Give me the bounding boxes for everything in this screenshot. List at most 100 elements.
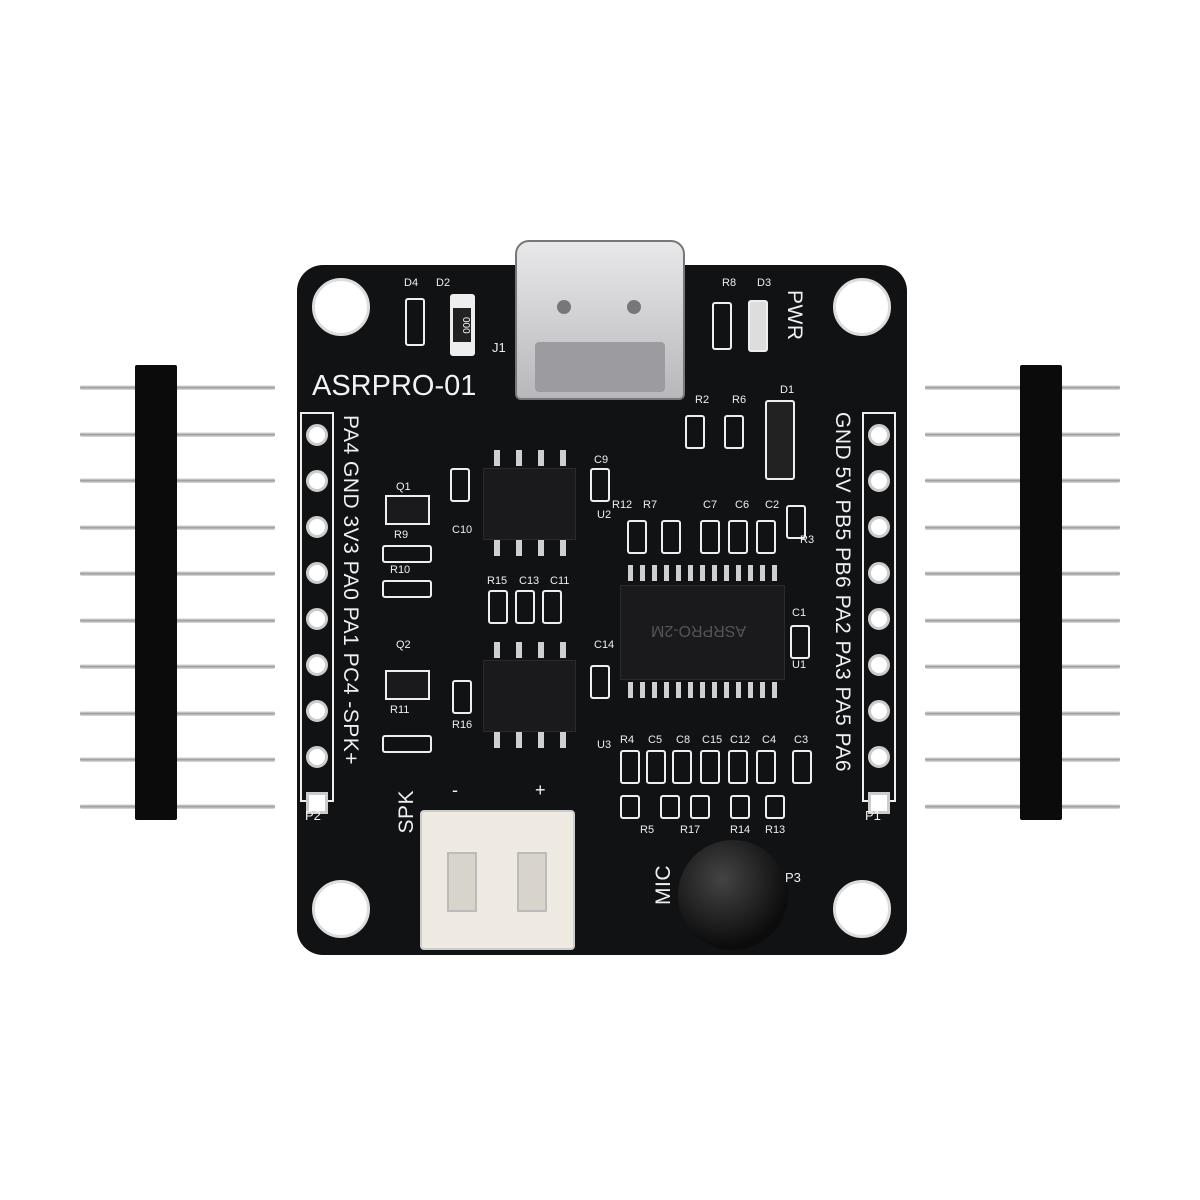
component-ref-label: R9 [394, 529, 409, 541]
ic-pin [640, 565, 645, 581]
component-ref-label: R11 [390, 704, 410, 716]
component-ref-label: R17 [680, 824, 701, 836]
solder-pad [868, 608, 890, 630]
ic-pin [736, 682, 741, 698]
ic-pin [748, 682, 753, 698]
ic-u3 [483, 660, 576, 732]
smd-component [661, 520, 681, 554]
component-ref-label: D1 [780, 384, 795, 396]
smd-component [790, 625, 810, 659]
ic-pin [560, 540, 566, 556]
smd-component [488, 590, 508, 624]
component-ref-label: C8 [676, 734, 691, 746]
component-ref-label: C4 [762, 734, 777, 746]
led-d4 [405, 298, 425, 346]
smd-resistor [382, 735, 432, 753]
smd-component [515, 590, 535, 624]
header-pin [80, 803, 275, 809]
ic-pin [664, 565, 669, 581]
smd-component [730, 795, 750, 819]
smd-resistor [382, 580, 432, 598]
pwr-label: PWR [783, 290, 806, 341]
ic-pin [700, 565, 705, 581]
solder-pad [868, 562, 890, 584]
smd-component [590, 468, 610, 502]
component-ref-label: R6 [732, 394, 747, 406]
component-ref-label: C11 [550, 575, 570, 587]
component-ref-label: U3 [597, 739, 612, 751]
solder-pad [306, 654, 328, 676]
ic-pin [772, 682, 777, 698]
component-ref-label: R13 [765, 824, 786, 836]
smd-component [756, 750, 776, 784]
ic-pin [560, 642, 566, 658]
ic-pin [538, 450, 544, 466]
header-pin [80, 385, 275, 390]
spk-minus: - [452, 780, 458, 800]
right-pin-labels: GND 5V PB5 PB6 PA2 PA3 PA5 PA6 [831, 412, 854, 773]
smd-component [627, 520, 647, 554]
smd-component [700, 750, 720, 784]
component-ref-label: R8 [722, 277, 737, 289]
component-ref-label: C5 [648, 734, 663, 746]
mounting-hole [312, 880, 370, 938]
ic-pin [494, 642, 500, 658]
smd-component [672, 750, 692, 784]
solder-pad [306, 792, 328, 814]
smd-component [690, 795, 710, 819]
component-ref-label: R4 [620, 734, 635, 746]
pin-row-p2 [300, 412, 334, 814]
ic-pin [772, 565, 777, 581]
smd-component [685, 415, 705, 449]
header-pin [80, 478, 275, 483]
header-pin [80, 571, 275, 576]
p3-label: P3 [785, 870, 801, 885]
ic-pin [516, 450, 522, 466]
ic-pin [538, 540, 544, 556]
ic-pin [628, 565, 633, 581]
smd-component [620, 795, 640, 819]
microphone [678, 840, 788, 950]
ic-pin [538, 642, 544, 658]
component-ref-label: R7 [643, 499, 658, 511]
board-name: ASRPRO-01 [312, 370, 477, 402]
smd-resistor [382, 545, 432, 563]
ic-pin [760, 565, 765, 581]
component-ref-label: R5 [640, 824, 655, 836]
ic-u2 [483, 468, 576, 540]
right-pin-header [925, 360, 1125, 820]
ic-pin [652, 682, 657, 698]
left-pin-header [80, 360, 280, 820]
ic-pin [712, 565, 717, 581]
smd-component [450, 468, 470, 502]
p2-label: P2 [305, 808, 321, 823]
ic-pin [724, 565, 729, 581]
usb-c-connector [515, 240, 685, 400]
component-ref-label: D3 [757, 277, 772, 289]
component-ref-label: R3 [800, 534, 815, 546]
speaker-jst-connector[interactable] [420, 810, 575, 950]
header-pin [80, 524, 275, 530]
ic-pin [760, 682, 765, 698]
header-pin [80, 431, 275, 437]
ic-u1-asrpro: ASRPRO-2M [620, 585, 785, 680]
ic-pin [560, 732, 566, 748]
solder-pad [868, 424, 890, 446]
ic-pin [688, 565, 693, 581]
smd-component [786, 505, 806, 539]
component-ref-label: C1 [792, 607, 807, 619]
component-ref-label: C15 [702, 734, 723, 746]
smd-component [452, 680, 472, 714]
solder-pad [306, 562, 328, 584]
ic-pin [516, 540, 522, 556]
smd-component [620, 750, 640, 784]
component-ref-label: C7 [703, 499, 718, 511]
left-pin-labels: PA4 GND 3V3 PA0 PA1 PC4 -SPK+ [339, 415, 362, 766]
solder-pad [306, 746, 328, 768]
smd-component [590, 665, 610, 699]
solder-pad [306, 470, 328, 492]
ic-pin [748, 565, 753, 581]
smd-component [542, 590, 562, 624]
smd-component [660, 795, 680, 819]
header-pin [80, 617, 275, 623]
